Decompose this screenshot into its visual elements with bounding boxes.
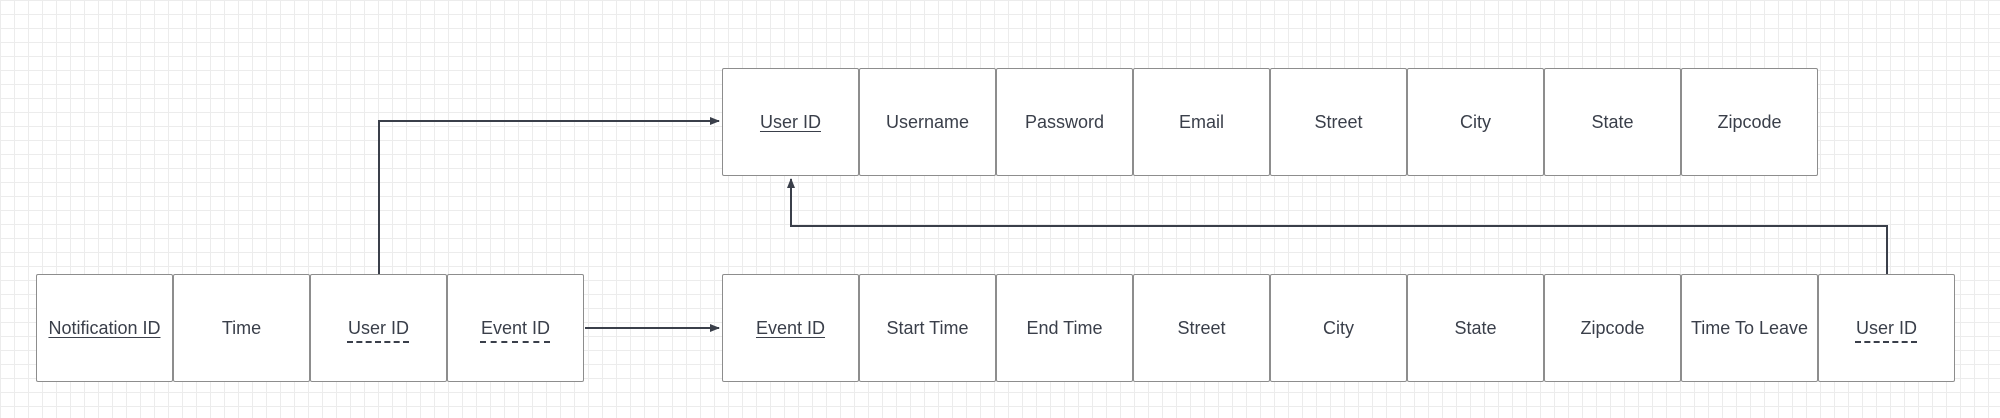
users-field-state[interactable]: State	[1544, 68, 1681, 176]
users-field-email[interactable]: Email	[1133, 68, 1270, 176]
events-field-end-time[interactable]: End Time	[996, 274, 1133, 382]
field-label: Password	[1024, 111, 1105, 132]
field-label: Time To Leave	[1690, 317, 1809, 338]
users-field-zipcode[interactable]: Zipcode	[1681, 68, 1818, 176]
events-field-user-id[interactable]: User ID	[1818, 274, 1955, 382]
events-field-time-to-leave[interactable]: Time To Leave	[1681, 274, 1818, 382]
field-label: Email	[1178, 111, 1224, 132]
field-label: Street	[1314, 111, 1363, 132]
field-label: Zipcode	[1717, 111, 1782, 132]
relation-notification-user-to-user[interactable]	[378, 117, 720, 274]
users-field-user-id[interactable]: User ID	[722, 68, 859, 176]
field-label: City	[1460, 111, 1491, 132]
events-field-state[interactable]: State	[1407, 274, 1544, 382]
events-field-city[interactable]: City	[1270, 274, 1407, 382]
field-label: Notification ID	[48, 317, 161, 338]
field-label: Zipcode	[1580, 317, 1645, 338]
field-label: Time	[221, 317, 262, 338]
users-field-password[interactable]: Password	[996, 68, 1133, 176]
field-label: Event ID	[480, 317, 551, 338]
events-field-event-id[interactable]: Event ID	[722, 274, 859, 382]
field-label: State	[1591, 111, 1634, 132]
relation-event-user-to-user[interactable]	[787, 178, 1888, 274]
events-field-start-time[interactable]: Start Time	[859, 274, 996, 382]
notifications-field-user-id[interactable]: User ID	[310, 274, 447, 382]
notifications-field-event-id[interactable]: Event ID	[447, 274, 584, 382]
field-label: Start Time	[886, 317, 969, 338]
field-label: User ID	[759, 111, 821, 132]
field-label: City	[1323, 317, 1354, 338]
users-field-username[interactable]: Username	[859, 68, 996, 176]
field-label: Username	[885, 111, 970, 132]
notifications-field-notification-id[interactable]: Notification ID	[36, 274, 173, 382]
users-field-city[interactable]: City	[1407, 68, 1544, 176]
field-label: Street	[1177, 317, 1226, 338]
field-label: Event ID	[755, 317, 826, 338]
field-label: User ID	[347, 317, 409, 338]
events-field-street[interactable]: Street	[1133, 274, 1270, 382]
field-label: State	[1454, 317, 1497, 338]
users-field-street[interactable]: Street	[1270, 68, 1407, 176]
field-label: End Time	[1026, 317, 1103, 338]
notifications-field-time[interactable]: Time	[173, 274, 310, 382]
field-label: User ID	[1855, 317, 1917, 338]
events-field-zipcode[interactable]: Zipcode	[1544, 274, 1681, 382]
